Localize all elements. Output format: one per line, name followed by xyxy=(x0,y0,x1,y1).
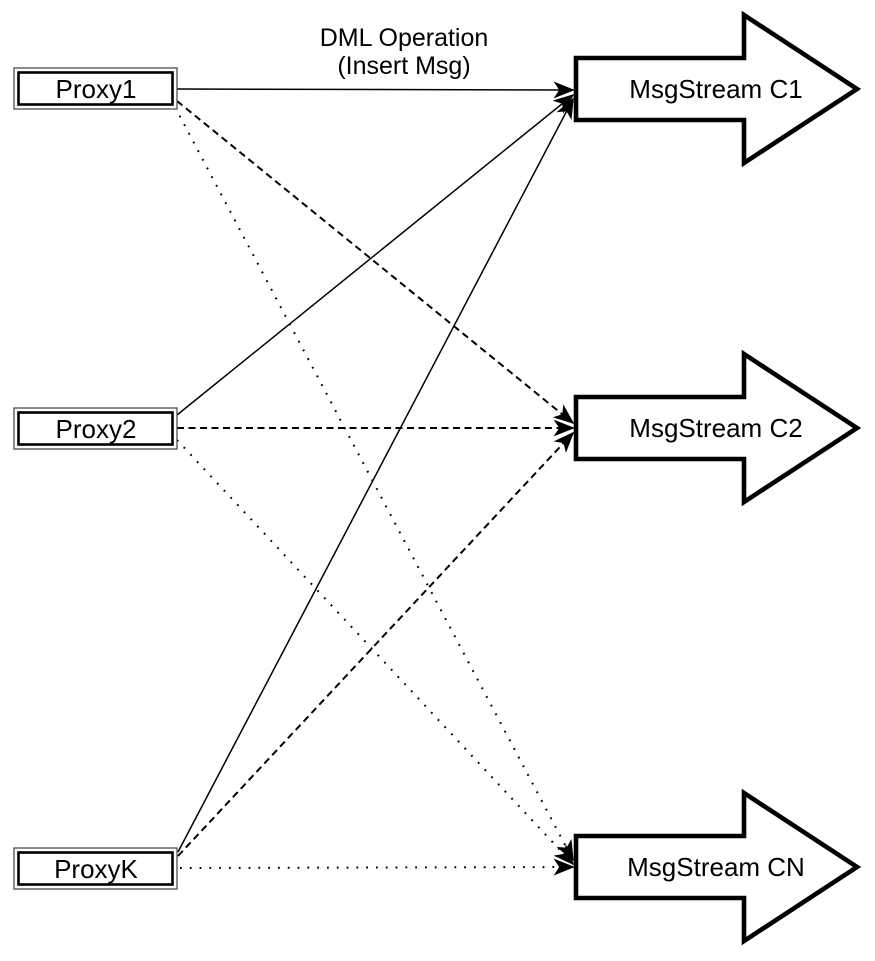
streamc2-label: MsgStream C2 xyxy=(629,413,802,443)
connection-proxyk-to-streamc1 xyxy=(177,97,574,853)
proxyk-node: ProxyK xyxy=(13,847,178,890)
proxyk-box xyxy=(17,851,174,886)
streamc1-node: MsgStream C1 xyxy=(573,10,862,168)
connection-proxyk-to-streamcn xyxy=(179,858,575,876)
streamc1-label: MsgStream C1 xyxy=(629,74,802,104)
streamc2-node: MsgStream C2 xyxy=(573,349,862,507)
proxy2-node: Proxy2 xyxy=(13,407,178,450)
connection-proxy1-to-streamc2 xyxy=(176,100,575,425)
proxy2-box xyxy=(17,411,174,446)
connection-proxyk-to-streamc2 xyxy=(177,431,575,857)
connections xyxy=(174,81,575,876)
proxyk-label: ProxyK xyxy=(54,854,138,884)
connection-proxy1-to-streamcn xyxy=(174,106,574,862)
streamcn-node: MsgStream CN xyxy=(573,788,862,946)
streamc1-block-arrow xyxy=(573,10,862,168)
streamcn-block-arrow xyxy=(573,788,862,946)
proxy1-box xyxy=(17,71,174,106)
connection-proxy2-to-streamc1 xyxy=(176,93,575,416)
connection-proxy2-to-streamcn xyxy=(176,439,575,866)
edge-label-line2: (Insert Msg) xyxy=(337,52,470,80)
streamc2-block-arrow xyxy=(573,349,862,507)
streamcn-label: MsgStream CN xyxy=(627,852,805,882)
proxy2-label: Proxy2 xyxy=(56,414,137,444)
edge-label-line1: DML Operation xyxy=(320,24,489,52)
proxy1-node: Proxy1 xyxy=(13,67,178,110)
proxy1-label: Proxy1 xyxy=(56,74,137,104)
connection-proxy1-to-streamc1 xyxy=(176,81,575,99)
